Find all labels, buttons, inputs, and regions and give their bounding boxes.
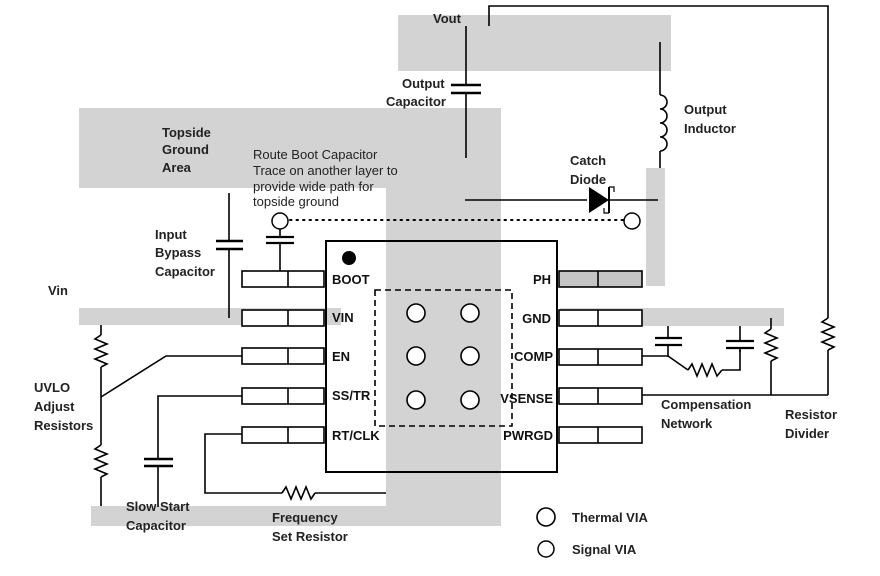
route-boot-note-2: Trace on another layer to xyxy=(253,163,398,178)
pad-ph xyxy=(558,270,643,288)
slow-start-label-1: Slow Start xyxy=(126,499,190,514)
vout-feedback-wire xyxy=(488,5,829,318)
pin-label-gnd: GND xyxy=(522,311,551,326)
ss-wire xyxy=(157,395,242,458)
thermal-via xyxy=(460,303,480,323)
output-capacitor-label-1: Output xyxy=(402,76,445,91)
thermal-pad-outline xyxy=(374,289,513,427)
pin-label-rt-clk: RT/CLK xyxy=(332,428,380,443)
rt-wire xyxy=(204,433,282,494)
wiring xyxy=(92,5,837,507)
pin-labels: BOOT VIN EN SS/TR RT/CLK PH GND COMP VSE… xyxy=(332,272,553,443)
uvlo-resistor-bottom xyxy=(92,444,110,478)
frequency-set-label-2: Set Resistor xyxy=(272,529,348,544)
divider-resistor-lower xyxy=(762,328,780,362)
legend-signal-via: Signal VIA xyxy=(572,542,637,557)
input-bypass-label-2: Bypass xyxy=(155,245,201,260)
pad-vin xyxy=(241,309,325,327)
resistor-divider-label-1: Resistor xyxy=(785,407,837,422)
frequency-set-label-1: Frequency xyxy=(272,510,339,525)
ic-body xyxy=(325,240,558,473)
ground-spine-copper xyxy=(386,108,501,526)
catch-diode-label-2: Diode xyxy=(570,172,606,187)
pin-label-ss-tr: SS/TR xyxy=(332,388,371,403)
topside-ground-label-3: Area xyxy=(162,160,192,175)
input-bypass-label-1: Input xyxy=(155,227,187,242)
signal-via-legend-icon xyxy=(537,540,555,558)
topside-ground-label-1: Topside xyxy=(162,125,211,140)
divider-resistor-upper xyxy=(819,317,837,351)
pad-gnd xyxy=(558,309,643,327)
output-inductor-label-2: Inductor xyxy=(684,121,736,136)
pin-label-ph: PH xyxy=(533,272,551,287)
pad-en xyxy=(241,347,325,365)
uvlo-label-3: Resistors xyxy=(34,418,93,433)
pin-label-pwrgd: PWRGD xyxy=(503,428,553,443)
signal-vias xyxy=(271,212,641,230)
ic-package xyxy=(325,240,558,473)
en-wire xyxy=(100,355,242,398)
comp-resistor xyxy=(687,361,723,379)
compensation-label-2: Network xyxy=(661,416,713,431)
topside-ground-label-2: Ground xyxy=(162,142,209,157)
compensation-label-1: Compensation xyxy=(661,397,751,412)
route-boot-note-4: topside ground xyxy=(253,194,339,209)
pad-comp xyxy=(558,348,643,366)
pin-label-en: EN xyxy=(332,349,350,364)
pin-label-comp: COMP xyxy=(514,349,553,364)
pad-ss-tr xyxy=(241,387,325,405)
pin-label-vsense: VSENSE xyxy=(500,391,553,406)
uvlo-label-1: UVLO xyxy=(34,380,70,395)
output-capacitor-label-2: Capacitor xyxy=(386,94,446,109)
annotations: Vout Output Capacitor Output Inductor To… xyxy=(34,11,837,544)
catch-diode xyxy=(589,186,615,214)
pad-vsense xyxy=(558,387,643,405)
legend: Thermal VIA Signal VIA xyxy=(536,507,648,558)
thermal-via xyxy=(460,390,480,410)
input-bypass-label-3: Capacitor xyxy=(155,264,215,279)
output-inductor-coil xyxy=(659,94,668,152)
vout-copper xyxy=(398,15,671,71)
catch-diode-label-1: Catch xyxy=(570,153,606,168)
pad-pwrgd xyxy=(558,426,643,444)
route-boot-note-3: provide wide path for xyxy=(253,179,374,194)
ph-node-copper xyxy=(646,168,665,286)
thermal-via xyxy=(406,390,426,410)
thermal-via xyxy=(406,346,426,366)
output-inductor-label-1: Output xyxy=(684,102,727,117)
pin-label-vin: VIN xyxy=(332,310,354,325)
thermal-via-legend-icon xyxy=(536,507,556,527)
thermal-vias xyxy=(406,303,480,410)
slow-start-label-2: Capacitor xyxy=(126,518,186,533)
pads xyxy=(241,270,643,444)
frequency-set-resistor xyxy=(281,484,316,502)
resistor-divider-label-2: Divider xyxy=(785,426,829,441)
route-boot-note-1: Route Boot Capacitor xyxy=(253,147,378,162)
pin1-marker xyxy=(342,251,356,265)
pin-label-boot: BOOT xyxy=(332,272,370,287)
pad-rt-clk xyxy=(241,426,325,444)
bottom-ground-copper xyxy=(91,506,501,526)
legend-thermal-via: Thermal VIA xyxy=(572,510,648,525)
thermal-via xyxy=(406,303,426,323)
diode-triangle xyxy=(589,187,609,213)
uvlo-resistor-top xyxy=(92,334,110,368)
signal-via xyxy=(623,212,641,230)
pad-boot xyxy=(241,270,325,288)
thermal-via xyxy=(460,346,480,366)
signal-via xyxy=(271,212,289,230)
vin-label: Vin xyxy=(48,283,68,298)
vout-label: Vout xyxy=(433,11,462,26)
uvlo-label-2: Adjust xyxy=(34,399,75,414)
